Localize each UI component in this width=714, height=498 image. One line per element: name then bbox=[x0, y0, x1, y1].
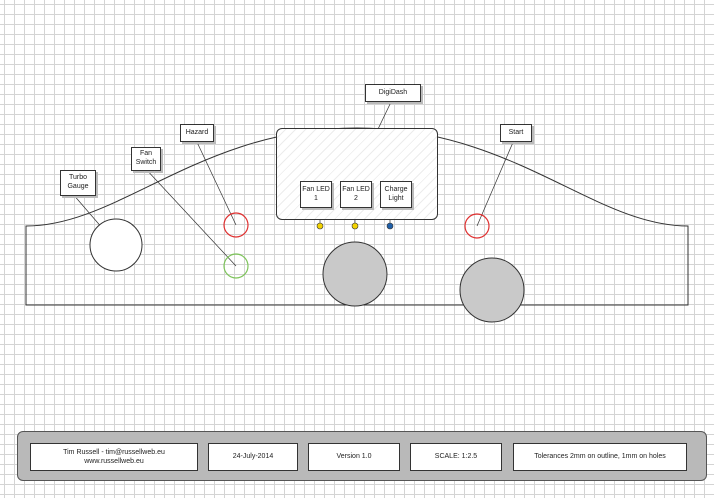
turbo-gauge-hole bbox=[89, 218, 143, 272]
title-block-version-cell: Version 1.0 bbox=[308, 443, 400, 471]
fan-led-2-hole bbox=[351, 222, 359, 230]
start-button-hole bbox=[464, 213, 490, 239]
leader-start bbox=[476, 139, 515, 227]
label-hazard: Hazard bbox=[180, 124, 214, 142]
title-block-author-cell: Tim Russell - tim@russellweb.eu www.russ… bbox=[30, 443, 198, 471]
hazard-switch-hole bbox=[223, 212, 249, 238]
label-fan-led-1: Fan LED 1 bbox=[300, 181, 332, 208]
fan-led-1-hole bbox=[316, 222, 324, 230]
title-block: Tim Russell - tim@russellweb.eu www.russ… bbox=[17, 431, 707, 481]
title-block-date-cell: 24-July-2014 bbox=[208, 443, 298, 471]
center-hole bbox=[322, 241, 388, 307]
title-block-tolerances-cell: Tolerances 2mm on outline, 1mm on holes bbox=[513, 443, 687, 471]
label-digidash: DigiDash bbox=[365, 84, 421, 102]
tolerances-text: Tolerances 2mm on outline, 1mm on holes bbox=[534, 453, 666, 461]
label-fan-switch: Fan Switch bbox=[131, 147, 161, 171]
charge-light-hole bbox=[386, 222, 394, 230]
right-hole bbox=[459, 257, 525, 323]
fan-switch-hole bbox=[223, 253, 249, 279]
label-turbo-gauge: Turbo Gauge bbox=[60, 170, 96, 196]
version-text: Version 1.0 bbox=[336, 453, 372, 461]
label-start: Start bbox=[500, 124, 532, 142]
author-text: Tim Russell - tim@russellweb.eu bbox=[63, 448, 165, 456]
website-text: www.russellweb.eu bbox=[84, 458, 144, 465]
scale-text: SCALE: 1:2.5 bbox=[434, 453, 478, 461]
leader-hazard bbox=[195, 139, 237, 226]
date-text: 24-July-2014 bbox=[232, 453, 274, 461]
label-charge-light: Charge Light bbox=[380, 181, 412, 208]
leader-fan-switch bbox=[143, 166, 237, 267]
label-fan-led-2: Fan LED 2 bbox=[340, 181, 372, 208]
title-block-scale-cell: SCALE: 1:2.5 bbox=[410, 443, 502, 471]
